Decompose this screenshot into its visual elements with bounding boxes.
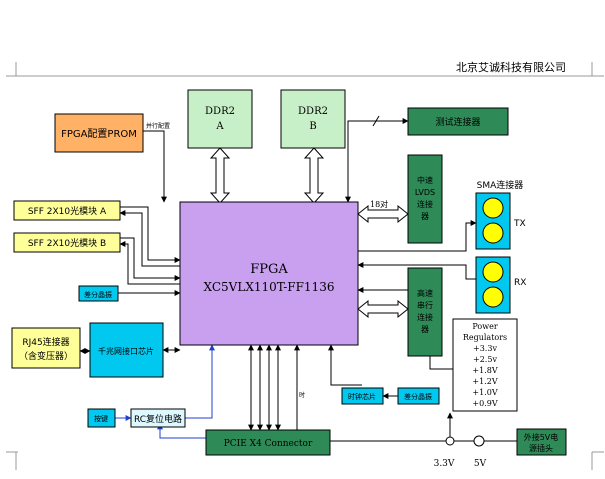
svg-text:LVDS: LVDS	[415, 188, 435, 197]
button-block: 按键	[87, 408, 116, 428]
fpga-test-line	[345, 118, 409, 203]
serial-connector-block: 高速 串行 连接 器	[407, 267, 443, 357]
svg-text:源插头: 源插头	[529, 443, 553, 453]
svg-text:FPGA: FPGA	[250, 262, 288, 277]
svg-text:+1.8V: +1.8V	[472, 366, 497, 375]
svg-text:按键: 按键	[94, 414, 108, 423]
side-buses	[357, 204, 409, 319]
ext-power-block: 外接5V电 源插头	[516, 428, 567, 456]
svg-text:Regulators: Regulators	[463, 333, 507, 342]
svg-text:测试连接器: 测试连接器	[435, 116, 480, 128]
svg-text:时钟芯片: 时钟芯片	[348, 392, 376, 401]
svg-text:连接: 连接	[417, 199, 433, 209]
fpga-block: FPGA XC5VLX110T-FF1136	[179, 201, 359, 346]
test-connector-block: 测试连接器	[407, 107, 509, 136]
clock-fpga-line	[328, 344, 362, 386]
sfp-a-link-2	[119, 210, 180, 267]
sfp-b-block: SFF 2X10光模块 B	[13, 232, 121, 253]
fpga-tx-line	[358, 220, 477, 252]
svg-text:Power: Power	[472, 322, 497, 331]
svg-text:+1.2V: +1.2V	[472, 377, 497, 386]
svg-text:器: 器	[421, 325, 429, 334]
svg-text:中速: 中速	[417, 175, 433, 185]
pcie-connector-block: PCIE X4 Connector	[205, 429, 331, 456]
sma-title: SMA连接器	[477, 179, 524, 191]
svg-text:+1.0V: +1.0V	[472, 388, 497, 397]
svg-text:差分晶振: 差分晶振	[84, 290, 112, 299]
svg-text:（含变压器）: （含变压器）	[19, 350, 73, 362]
svg-text:RJ45连接器: RJ45连接器	[22, 336, 69, 348]
connections	[79, 115, 517, 442]
svg-text:RC复位电路: RC复位电路	[134, 413, 182, 425]
v5-label: 5V	[474, 459, 487, 469]
svg-text:+3.3v: +3.3v	[473, 344, 497, 353]
power-regulators-block: Power Regulators +3.3v +2.5v +1.8V +1.2V…	[452, 318, 518, 412]
svg-text:高速: 高速	[417, 288, 433, 298]
gige-chip-block: 千兆网接口芯片	[89, 322, 164, 378]
rx-fpga-line	[357, 262, 476, 280]
test-line-slash	[372, 115, 380, 127]
svg-text:B: B	[309, 121, 316, 132]
rj45-block: RJ45连接器 （含变压器）	[11, 327, 81, 369]
ddr-buses	[209, 147, 325, 204]
svg-text:串行: 串行	[417, 300, 433, 310]
tx-label: TX	[513, 219, 526, 229]
svg-text:+0.9V: +0.9V	[472, 399, 497, 408]
svg-text:XC5VLX110T-FF1136: XC5VLX110T-FF1136	[204, 280, 335, 294]
svg-text:连接: 连接	[417, 312, 433, 322]
sfp-b-link-1	[120, 237, 181, 281]
svg-text:+2.5v: +2.5v	[473, 355, 497, 364]
prom-link-label: 并行配置	[146, 122, 170, 130]
rx-label: RX	[514, 278, 526, 288]
svg-text:DDR2: DDR2	[298, 106, 328, 117]
v33-label: 3.3V	[434, 459, 455, 469]
svg-text:PCIE X4 Connector: PCIE X4 Connector	[224, 439, 313, 449]
svg-text:DDR2: DDR2	[205, 106, 235, 117]
svg-text:SFF 2X10光模块 B: SFF 2X10光模块 B	[28, 237, 106, 249]
prom-to-fpga-line	[143, 130, 167, 203]
svg-text:千兆网接口芯片: 千兆网接口芯片	[98, 346, 154, 356]
sfp-a-link-1	[120, 206, 181, 263]
svg-text:A: A	[215, 121, 224, 132]
reset-links	[115, 344, 215, 439]
sfp-b-link-2	[119, 241, 180, 285]
svg-text:器: 器	[421, 212, 429, 221]
sfp-a-block: SFF 2X10光模块 A	[13, 200, 121, 221]
rc-reset-block: RC复位电路	[130, 408, 186, 428]
diff-osc-right-block: 差分晶振	[397, 387, 440, 405]
page-frame	[6, 62, 604, 470]
lvds-connector-block: 中速 LVDS 连接 器	[407, 154, 443, 244]
svg-text:外接5V电: 外接5V电	[524, 432, 559, 442]
ddr2-a-block: DDR2 A	[187, 89, 253, 149]
company-name: 北京艾诚科技有限公司	[456, 60, 566, 74]
diff-osc-left-block: 差分晶振	[78, 285, 119, 302]
prom-block: FPGA配置PROM	[54, 113, 144, 153]
lvds-pairs-label: 18对	[370, 199, 388, 209]
svg-text:SFF 2X10光模块 A: SFF 2X10光模块 A	[28, 205, 107, 217]
svg-text:FPGA配置PROM: FPGA配置PROM	[61, 128, 137, 140]
voltage-nodes	[445, 435, 485, 447]
clock-chip-block: 时钟芯片	[341, 387, 384, 405]
ddr2-b-block: DDR2 B	[280, 89, 346, 149]
pcie-clock-label: 时	[299, 391, 305, 399]
sma-rx-block	[475, 256, 511, 314]
sma-tx-block	[475, 192, 511, 250]
svg-text:差分晶振: 差分晶振	[404, 392, 432, 401]
